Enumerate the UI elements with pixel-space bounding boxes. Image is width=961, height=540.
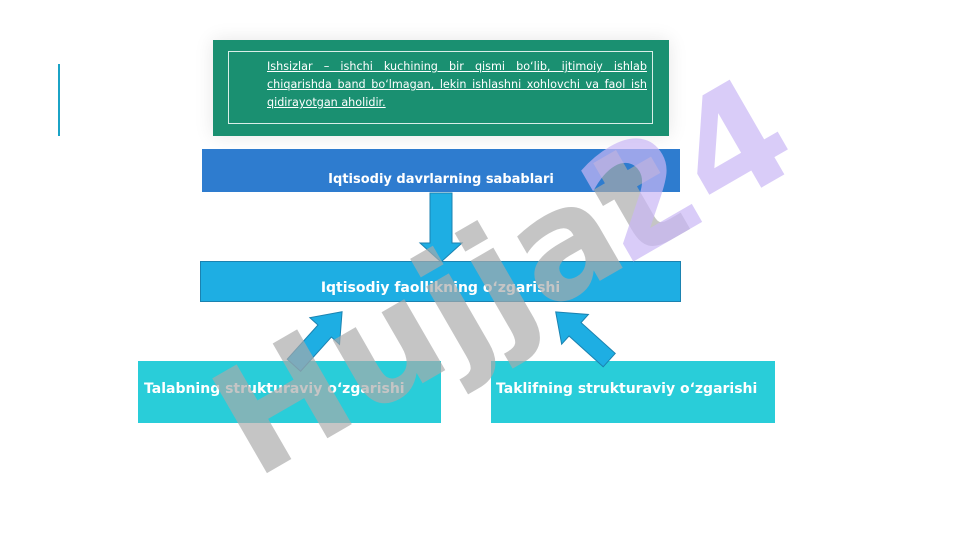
up-arrow-left [286,311,343,372]
demand-box: Talabning strukturaviy o‘zgarishi [138,361,441,423]
definition-frame: Ishsizlar – ishchi kuchining bir qismi b… [228,51,653,124]
demand-label: Talabning strukturaviy o‘zgarishi [144,381,405,397]
down-arrow [418,192,464,263]
activity-label: Iqtisodiy faollikning o‘zgarishi [320,280,561,296]
up-arrow-right [555,311,616,368]
causes-label: Iqtisodiy davrlarning sabablari [328,172,554,187]
definition-box: Ishsizlar – ishchi kuchining bir qismi b… [213,40,669,136]
supply-box: Taklifning strukturaviy o‘zgarishi [491,361,775,423]
causes-box: Iqtisodiy davrlarning sabablari [202,149,680,192]
accent-bar [58,64,60,136]
definition-text: Ishsizlar – ishchi kuchining bir qismi b… [267,60,647,109]
supply-label: Taklifning strukturaviy o‘zgarishi [496,381,758,397]
